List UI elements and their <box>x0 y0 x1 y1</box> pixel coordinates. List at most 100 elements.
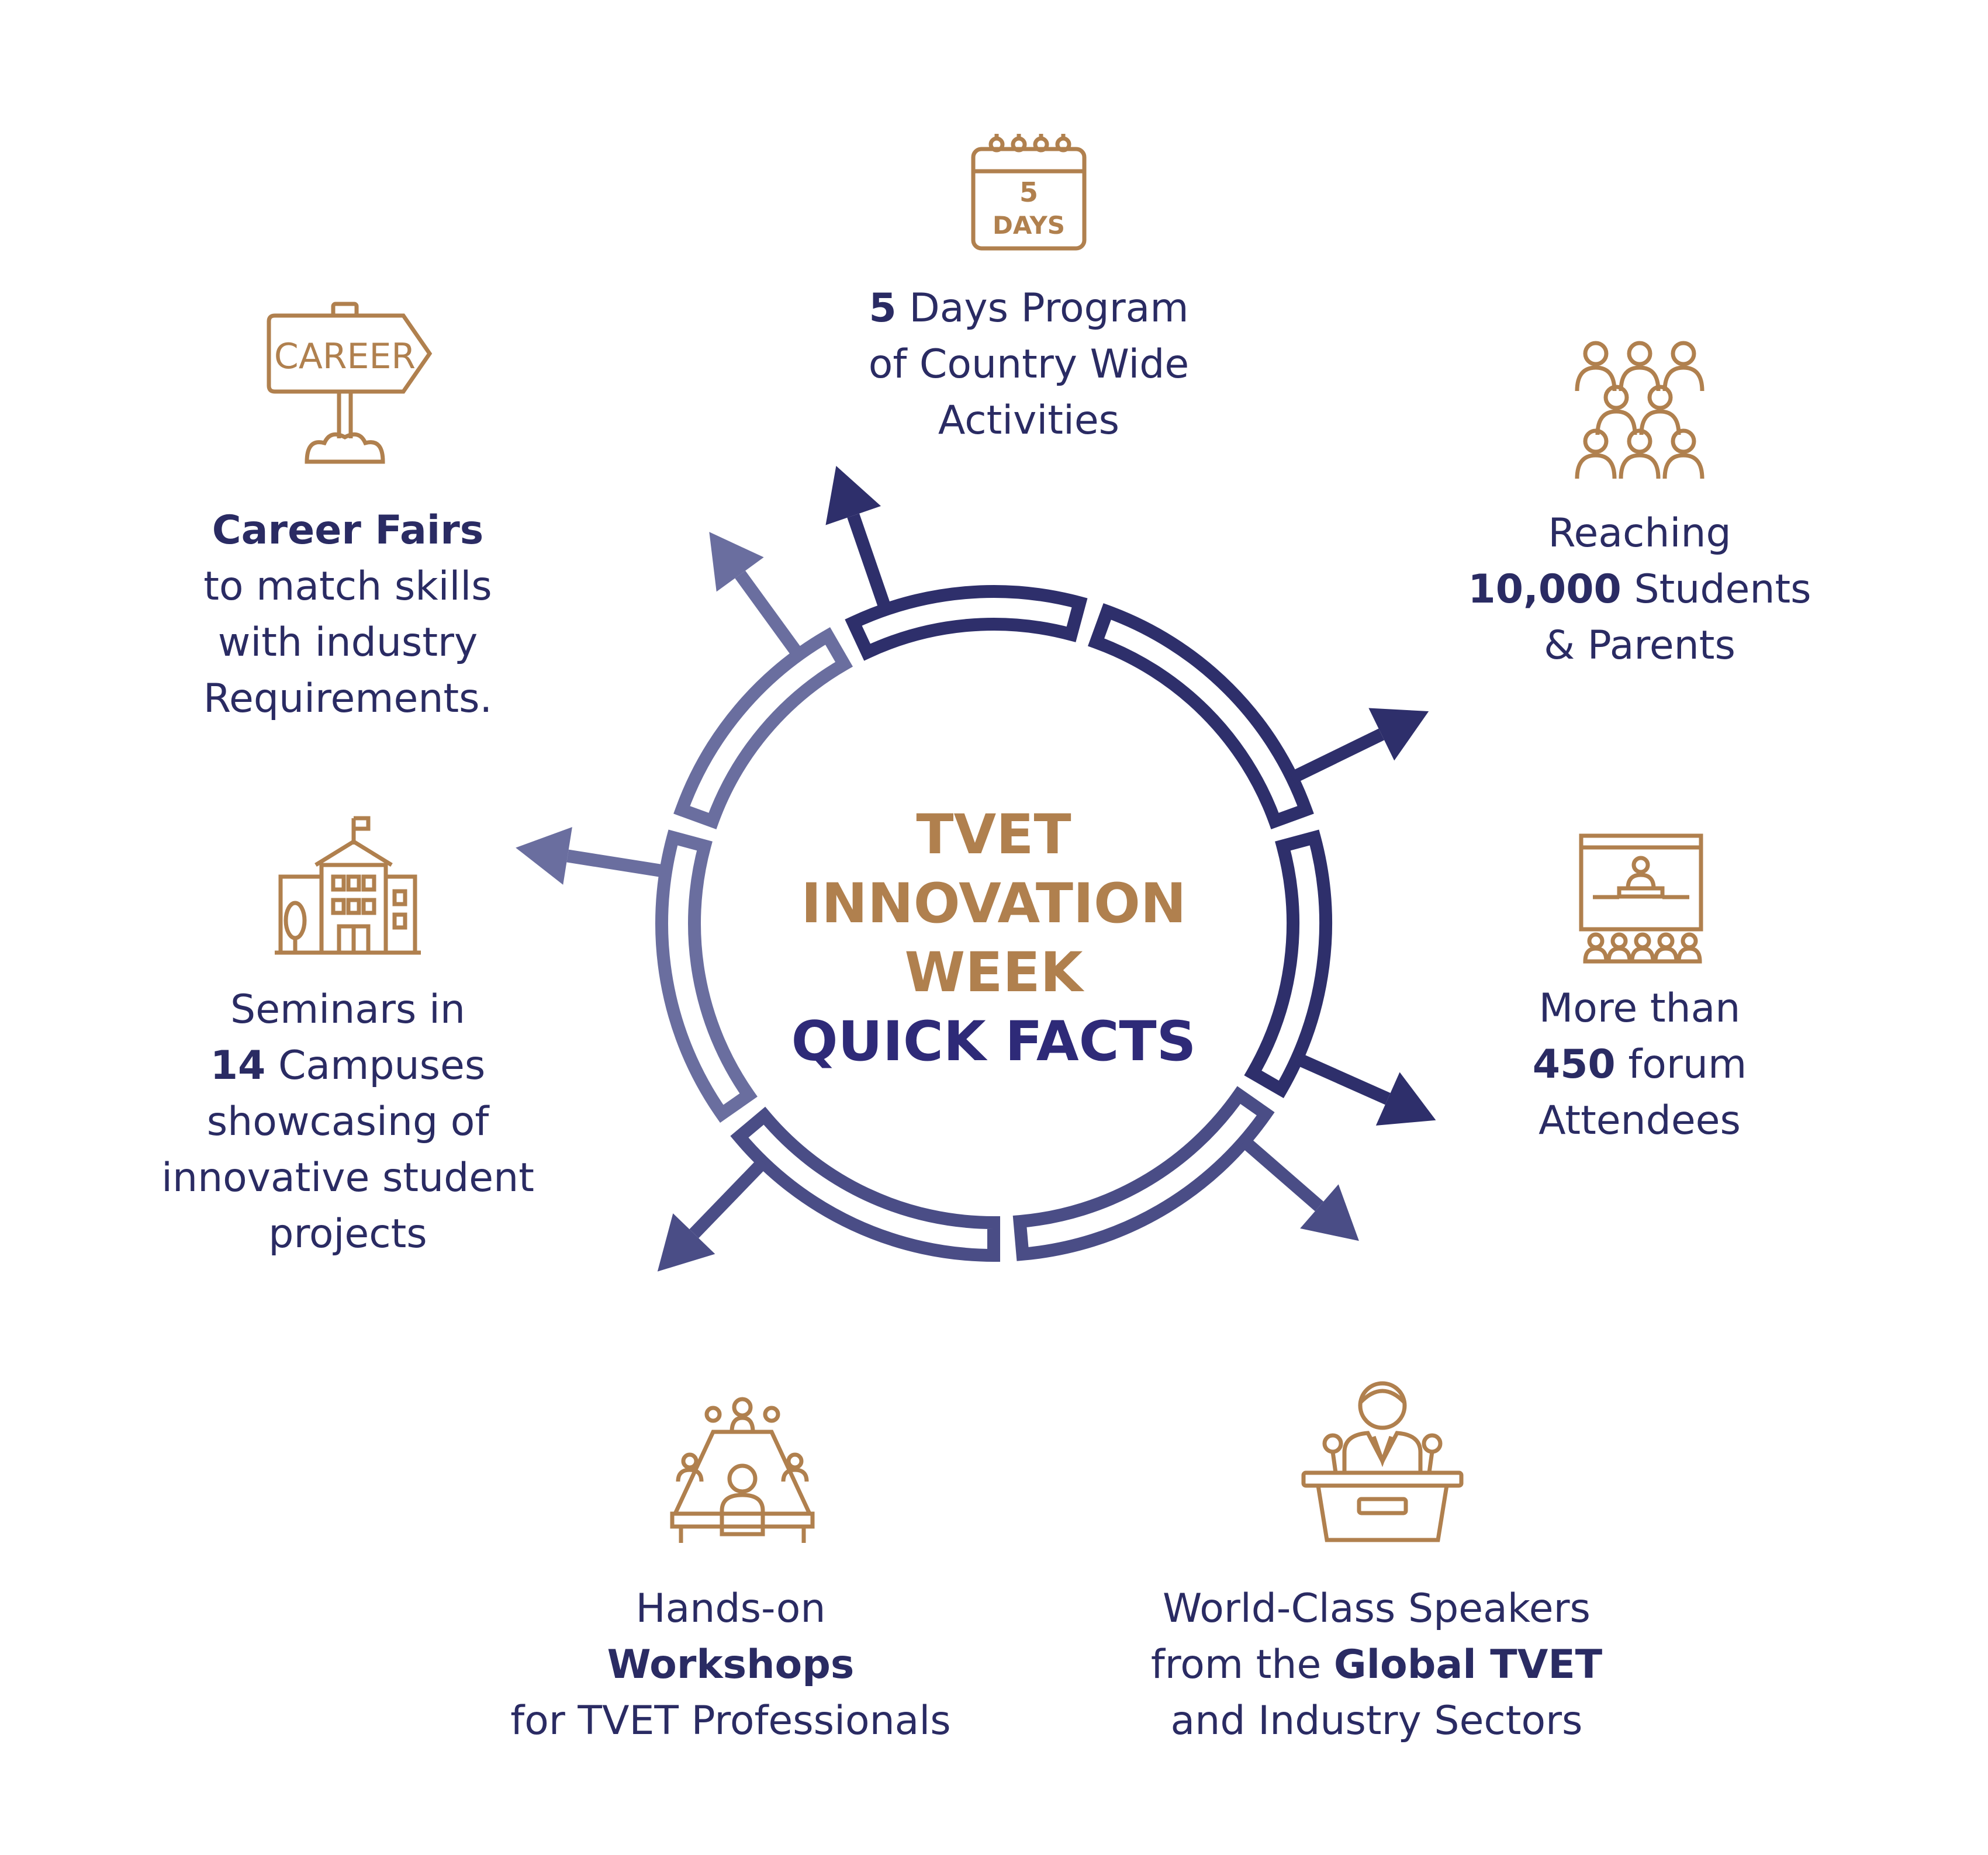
audience-head <box>1610 932 1628 950</box>
fact-forum-bold: 450 <box>1532 1041 1616 1088</box>
center-title-line-3: WEEK <box>904 941 1083 1005</box>
audience-body <box>1583 946 1609 964</box>
ring-segment-career-arrow-stem <box>735 570 804 659</box>
person-head <box>1627 341 1652 366</box>
ring-segment-workshops-arrow-stem <box>689 1157 768 1238</box>
fact-career-fairs: Career Fairs to match skills with indust… <box>85 503 611 727</box>
person-body <box>1619 453 1661 479</box>
cycle-ring <box>516 466 1436 1272</box>
forum-presentation-icon <box>1578 833 1704 964</box>
ring-segment-seminars-arrow-stem <box>566 849 667 878</box>
fact-students-line1: Reaching <box>1548 510 1731 556</box>
fact-speakers-line2: from the <box>1150 1642 1334 1688</box>
fact-seminars-line1: Seminars in <box>230 987 465 1033</box>
audience-body <box>1653 946 1679 964</box>
audience-body <box>1630 946 1655 964</box>
career-sign-label: CAREER <box>274 336 416 377</box>
fact-speakers: World-Class Speakers from the Global TVE… <box>1114 1581 1640 1749</box>
campus-building-icon <box>275 812 421 958</box>
person-head <box>1603 385 1629 410</box>
ring-segment-workshops-arrow-head <box>657 1213 715 1272</box>
person-body <box>1662 365 1705 392</box>
fact-career-line3: with industry <box>217 620 478 666</box>
person-body <box>1639 409 1681 435</box>
fact-days-bold: 5 <box>869 285 897 331</box>
calendar-label: DAYS <box>993 211 1065 240</box>
speaker-podium-icon <box>1301 1379 1464 1543</box>
person-head <box>1583 341 1609 366</box>
ring-segment-students <box>1088 603 1314 829</box>
fact-workshops: Hands-on Workshops for TVET Professional… <box>468 1581 994 1749</box>
career-signpost-icon: CAREER <box>263 298 433 468</box>
fact-speakers-line3: and Industry Sectors <box>1170 1698 1583 1744</box>
ring-segment-students-arrow-head <box>1368 708 1429 761</box>
person-body <box>1662 453 1705 479</box>
ring-segment-speakers-arrow-stem <box>1240 1136 1324 1212</box>
calendar-number: 5 <box>1019 176 1038 208</box>
person-body <box>1619 365 1661 392</box>
fact-days-program: 5 Days Program of Country Wide Activitie… <box>766 281 1292 449</box>
fact-students-line2: Students <box>1621 566 1811 612</box>
fact-forum-line1: More than <box>1538 985 1741 1032</box>
ring-segment-students-arrow-stem <box>1289 728 1385 784</box>
ring-segment-forum-arrow-head <box>1375 1072 1436 1126</box>
ring-segment-career-arrow-head <box>709 532 764 592</box>
ring-segment-speakers-arrow-head <box>1300 1184 1359 1241</box>
fact-career-line4: Requirements. <box>203 676 493 722</box>
fact-workshops-bold: Workshops <box>607 1642 855 1688</box>
audience-people-icon <box>1572 336 1707 479</box>
center-title: TVET INNOVATION WEEK QUICK FACTS <box>731 801 1257 1077</box>
workshop-table-icon <box>666 1397 818 1549</box>
fact-students: Reaching 10,000 Students & Parents <box>1377 506 1903 674</box>
center-title-line-2: INNOVATION <box>801 872 1187 936</box>
fact-seminars-bold: 14 <box>210 1043 266 1089</box>
ring-segment-forum <box>1244 829 1332 1099</box>
audience-head <box>1681 932 1698 950</box>
person-head <box>1583 428 1609 454</box>
fact-days-line1: Days Program <box>896 285 1189 331</box>
fact-career-bold: Career Fairs <box>212 507 484 553</box>
ring-segment-workshops <box>730 1106 1000 1262</box>
fact-forum-attendees: More than 450 forum Attendees <box>1377 981 1903 1149</box>
audience-body <box>1676 946 1702 964</box>
ring-segment-seminars-arrow-head <box>516 827 572 885</box>
fact-days-line2: of Country Wide <box>868 341 1190 387</box>
fact-speakers-bold: Global TVET <box>1333 1642 1603 1688</box>
person-head <box>1647 385 1673 410</box>
fact-seminars-line4: innovative student <box>161 1155 534 1201</box>
fact-students-line3: & Parents <box>1544 622 1735 669</box>
audience-body <box>1606 946 1632 964</box>
ring-segment-career <box>673 627 853 829</box>
ring-segment-forum-arrow-stem <box>1294 1052 1391 1105</box>
ring-segment-days <box>845 585 1088 661</box>
fact-career-line2: to match skills <box>203 563 492 610</box>
fact-forum-line2: forum <box>1615 1041 1747 1088</box>
fact-seminars-line3: showcasing of <box>206 1099 489 1145</box>
person-head <box>1671 428 1696 454</box>
fact-workshops-line3: for TVET Professionals <box>510 1698 951 1744</box>
person-body <box>1575 365 1617 392</box>
audience-head <box>1634 932 1651 950</box>
center-title-line-4: QUICK FACTS <box>791 1010 1197 1074</box>
fact-seminars-line2: Campuses <box>265 1043 486 1089</box>
ring-segment-days-arrow-stem <box>847 513 892 612</box>
fact-students-bold: 10,000 <box>1468 566 1621 612</box>
fact-days-line3: Activities <box>938 397 1120 444</box>
person-body <box>1575 453 1617 479</box>
ring-segment-speakers <box>1012 1086 1275 1261</box>
audience-head <box>1587 932 1605 950</box>
fact-speakers-line1: World-Class Speakers <box>1163 1586 1591 1632</box>
fact-seminars-line5: projects <box>268 1211 427 1257</box>
person-head <box>1671 341 1696 366</box>
person-body <box>1595 409 1637 435</box>
center-title-line-1: TVET <box>916 803 1071 867</box>
fact-forum-line3: Attendees <box>1538 1098 1741 1144</box>
calendar-icon: 5 DAYS <box>967 131 1090 254</box>
ring-segment-seminars <box>655 829 758 1123</box>
ring-segment-days-arrow-head <box>825 466 881 525</box>
person-head <box>1627 428 1652 454</box>
fact-seminars: Seminars in 14 Campuses showcasing of in… <box>85 982 611 1262</box>
fact-workshops-line1: Hands-on <box>635 1586 826 1632</box>
audience-head <box>1657 932 1675 950</box>
